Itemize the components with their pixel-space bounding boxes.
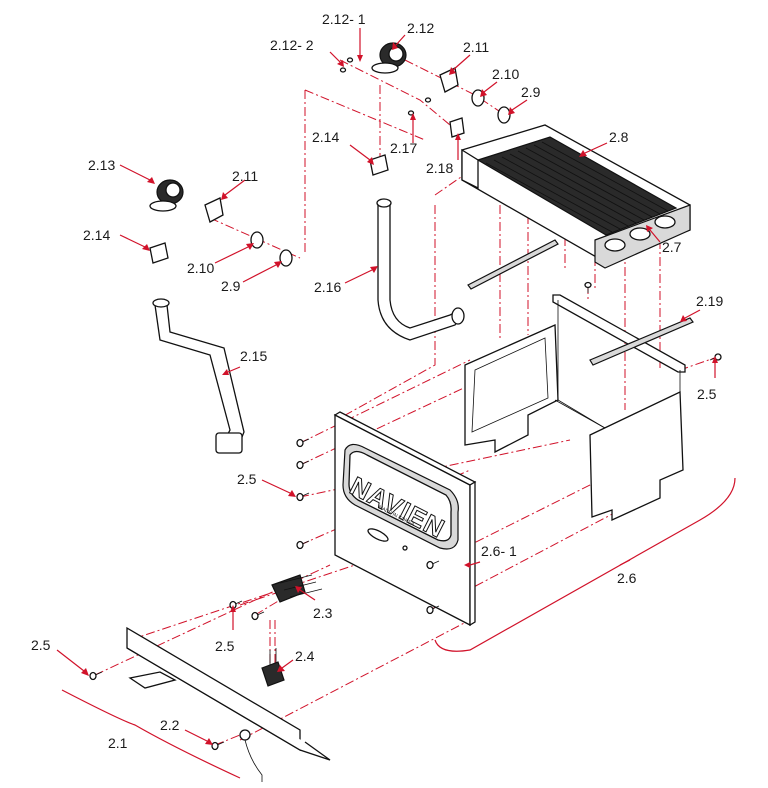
heat-exchanger xyxy=(461,124,691,269)
callout-2-9-left: 2.9 xyxy=(221,278,241,294)
callout-2-12-2: 2.12- 2 xyxy=(270,37,314,53)
callout-2-6-1: 2.6- 1 xyxy=(481,543,517,559)
screws-front xyxy=(89,281,722,751)
callout-2-12: 2.12 xyxy=(407,20,434,36)
flame-sensor xyxy=(261,648,285,687)
callout-2-14-left: 2.14 xyxy=(83,227,110,243)
support-bar-2-19 xyxy=(589,317,694,366)
callout-2-12-1: 2.12- 1 xyxy=(322,11,366,27)
callout-2-5-front: 2.5 xyxy=(237,471,257,487)
igniter xyxy=(271,574,323,603)
callout-2-19: 2.19 xyxy=(696,293,723,309)
callout-2-15: 2.15 xyxy=(240,348,267,364)
support-bar-left xyxy=(467,239,559,290)
callout-2-9-top: 2.9 xyxy=(521,84,541,100)
callout-2-3: 2.3 xyxy=(313,605,333,621)
callout-2-16: 2.16 xyxy=(314,279,341,295)
side-panel-left xyxy=(464,324,559,454)
callout-2-5-right: 2.5 xyxy=(697,386,717,402)
pipe-2-16 xyxy=(376,198,465,341)
bottom-bracket xyxy=(126,626,331,782)
callout-2-1: 2.1 xyxy=(108,735,128,751)
elbow-fitting-2-13 xyxy=(149,179,184,212)
callout-2-18: 2.18 xyxy=(426,160,453,176)
clips xyxy=(149,67,465,264)
front-panel: NAVIEN MADE IN KOREA xyxy=(333,411,477,627)
elbow-fitting-2-12 xyxy=(371,42,407,74)
leaders xyxy=(56,28,736,779)
callout-2-13: 2.13 xyxy=(88,157,115,173)
callout-2-17: 2.17 xyxy=(390,140,417,156)
rear-frame xyxy=(552,294,686,471)
small-screws-top xyxy=(339,57,432,116)
callout-2-11-top: 2.11 xyxy=(463,39,489,55)
side-panel-right xyxy=(589,390,684,522)
callout-2-7: 2.7 xyxy=(662,239,682,255)
callout-2-6: 2.6 xyxy=(617,570,637,586)
callout-2-11-left: 2.11 xyxy=(232,168,258,184)
callout-2-10-top: 2.10 xyxy=(492,66,519,82)
callout-2-2: 2.2 xyxy=(160,717,180,733)
assembly-lines xyxy=(94,59,721,746)
callout-2-14-top: 2.14 xyxy=(312,129,339,145)
callout-2-5-mid: 2.5 xyxy=(215,638,235,654)
callout-2-8: 2.8 xyxy=(609,129,629,145)
pipe-2-15 xyxy=(152,298,245,454)
callout-2-4: 2.4 xyxy=(295,648,315,664)
callout-2-5-left: 2.5 xyxy=(31,637,51,653)
callout-labels: 2.12- 1 2.12 2.12- 2 2.11 2.10 2.9 2.8 2… xyxy=(31,11,723,751)
callout-2-10-left: 2.10 xyxy=(187,260,214,276)
